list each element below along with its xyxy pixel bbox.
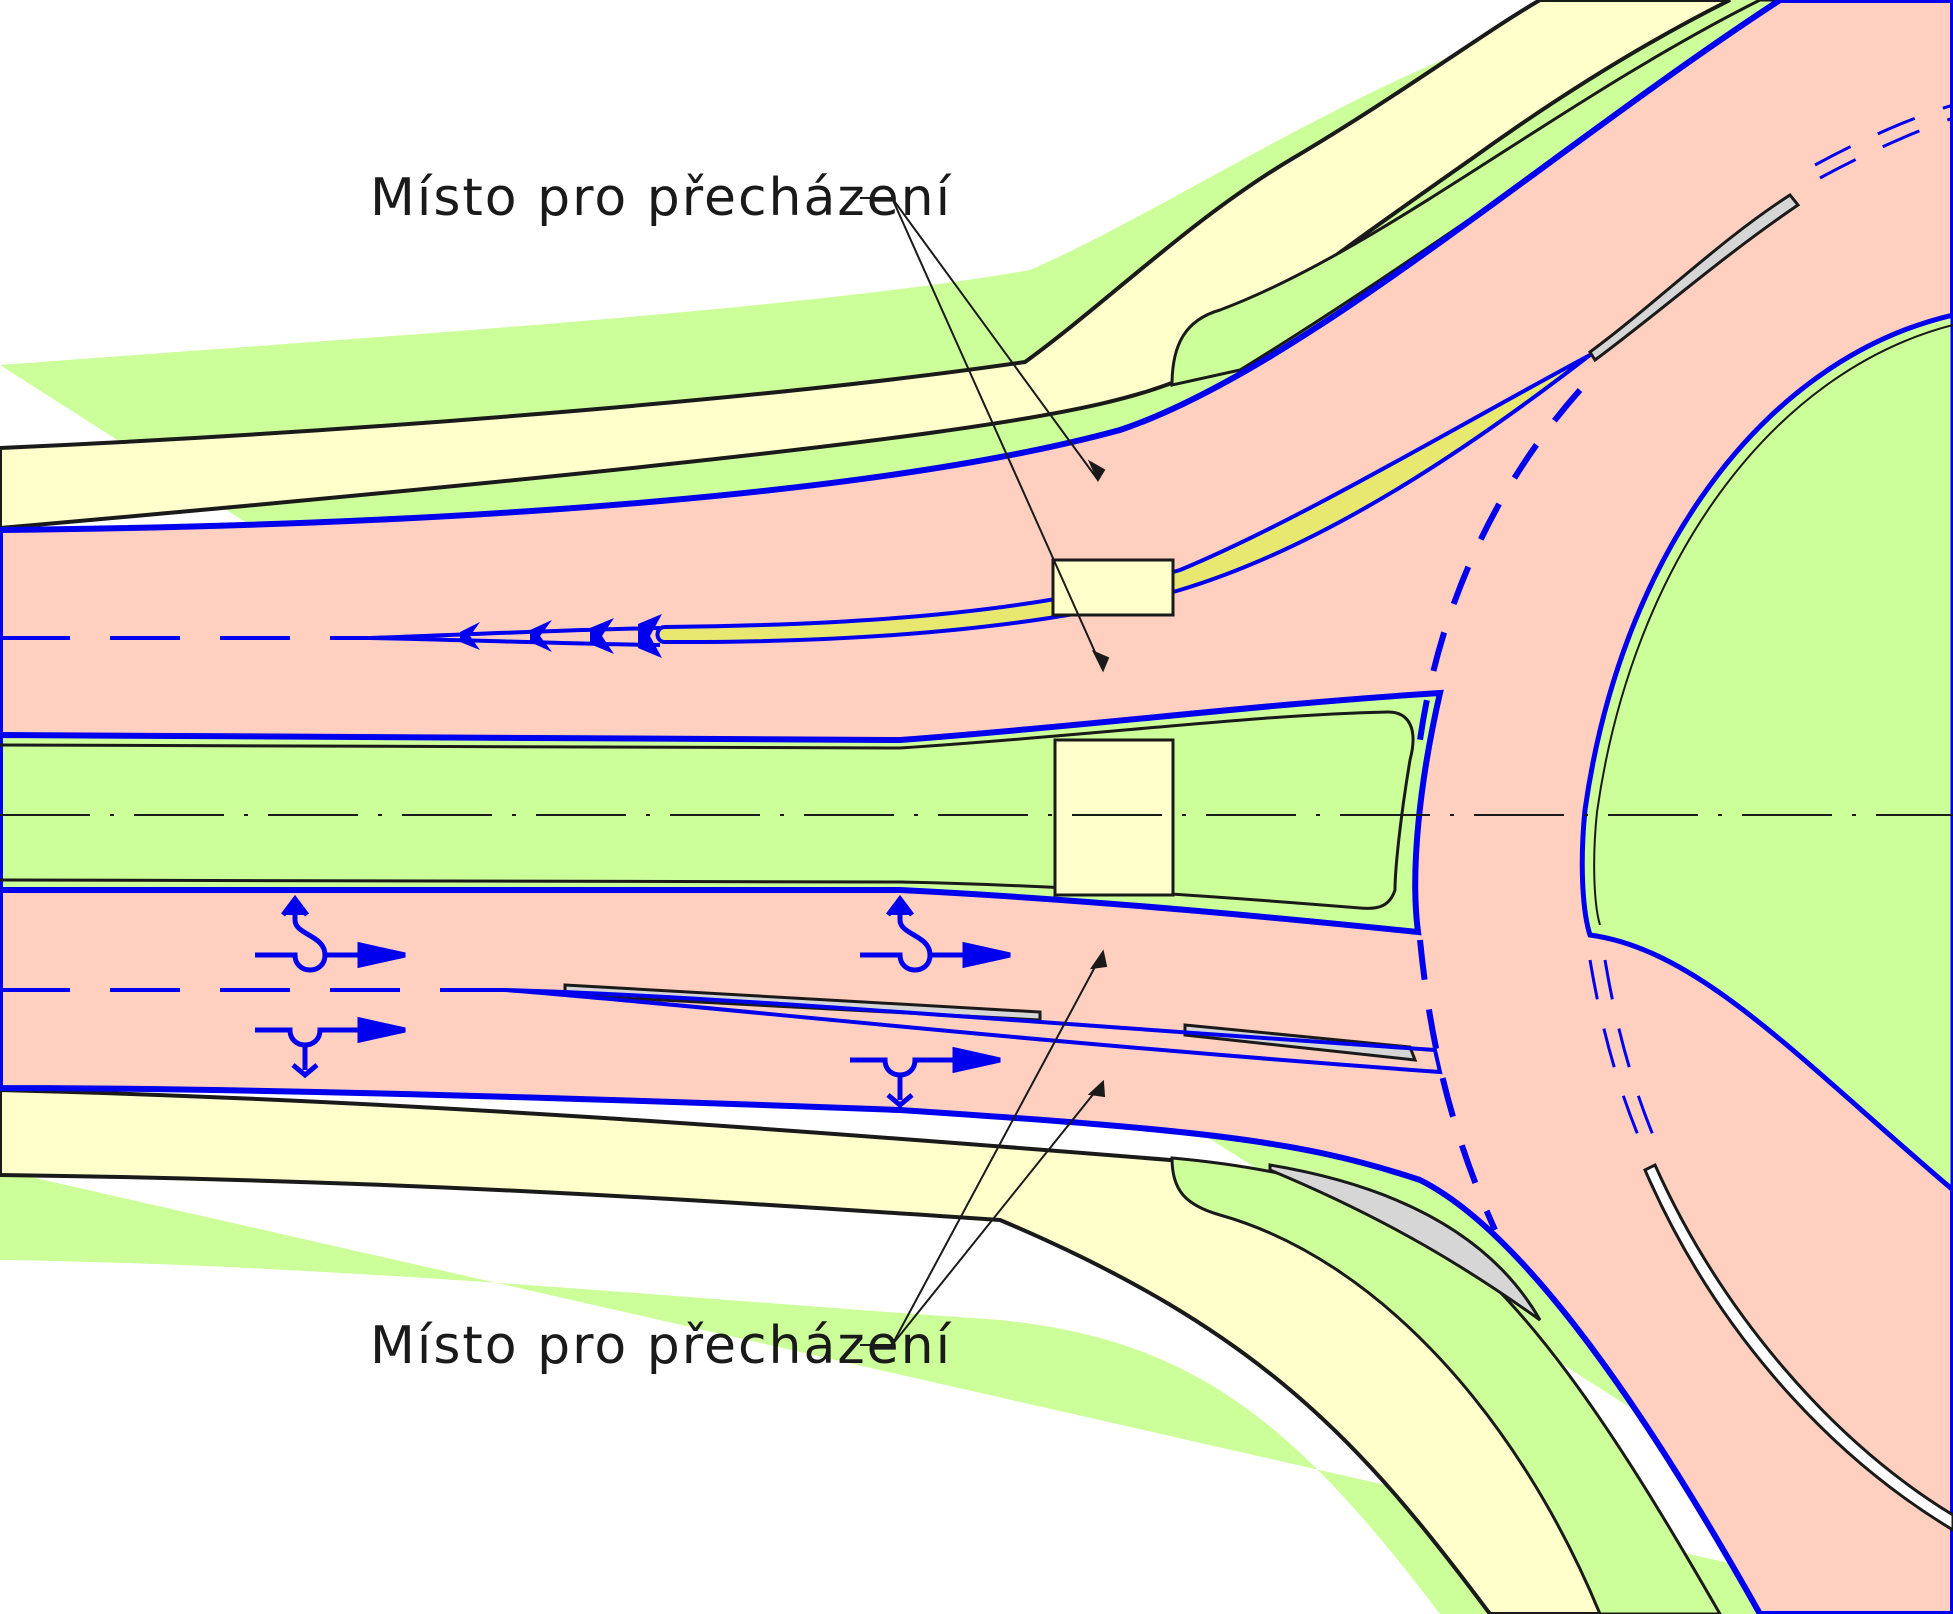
crossing-upper-island [1051,558,1175,617]
circulating-double-line-bottom [1588,959,1657,1141]
yield-line-exit [1417,939,1498,1232]
taper-marking-upper [369,626,661,647]
crossing-median [1053,738,1175,897]
u-turn-arrow-icon [255,894,406,973]
right-turn-arrow-icon [255,1016,406,1079]
bottom-callout-leaders [860,949,1108,1346]
u-turn-arrow-icon-2 [860,894,1011,973]
verge-top [0,0,1731,531]
roundabout-central-island [1579,312,1953,1194]
taper-marking-lower [504,988,1443,1075]
top-callout-leaders [860,197,1110,673]
roundabout-island-inner-edge [1593,324,1953,926]
kerb-strip-exit [1268,1163,1542,1322]
kerb-strip-upper [1587,193,1801,363]
circulating-double-line-top [1814,103,1953,180]
right-turn-arrow-icon-2 [850,1046,1001,1109]
top-callout-label: Místo pro přecházení [370,168,952,228]
bottom-callout-label: Místo pro přecházení [370,1316,952,1376]
